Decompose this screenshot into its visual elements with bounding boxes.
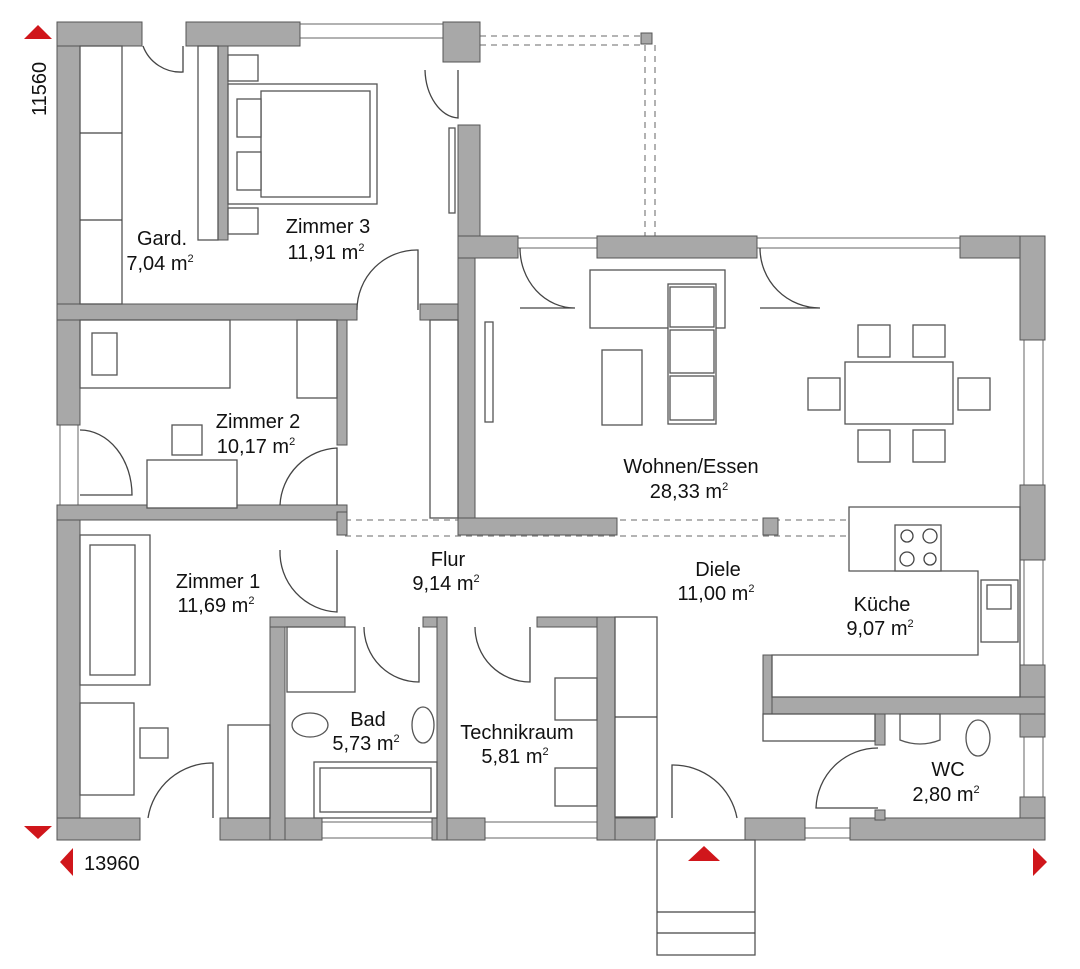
unit-sup: 2: [394, 733, 400, 745]
room-label-zimmer-2: Zimmer 2 10,17 m2: [216, 411, 300, 458]
unit: m: [342, 242, 359, 264]
room-area: 11,91: [288, 242, 337, 264]
room-name: Wohnen/Essen: [623, 456, 758, 478]
unit: m: [377, 733, 394, 755]
svg-text:9,07 m2: 9,07 m2: [846, 618, 913, 640]
room-label-bad: Bad 5,73 m2: [332, 709, 399, 755]
unit-sup: 2: [188, 253, 194, 265]
marker-left-arrow-icon: [60, 848, 73, 876]
unit: m: [705, 481, 722, 503]
room-name: Zimmer 3: [286, 216, 370, 238]
room-label-technikraum: Technikraum 5,81 m2: [460, 722, 573, 768]
unit: m: [732, 583, 749, 605]
unit: m: [957, 784, 974, 806]
unit: m: [891, 618, 908, 640]
room-name: Zimmer 1: [176, 571, 260, 593]
marker-right-arrow-icon: [1033, 848, 1047, 876]
unit: m: [457, 573, 474, 595]
room-label-zimmer-1: Zimmer 1 11,69 m2: [176, 571, 260, 617]
unit: m: [526, 746, 543, 768]
room-area: 9,07: [846, 618, 885, 640]
room-name: Zimmer 2: [216, 411, 300, 433]
room-label-flur: Flur 9,14 m2: [412, 549, 479, 595]
svg-text:11,91 m2: 11,91 m2: [288, 242, 365, 264]
unit: m: [171, 253, 188, 275]
svg-text:10,17 m2: 10,17 m2: [217, 436, 295, 458]
unit-sup: 2: [543, 746, 549, 758]
room-label-gard: Gard. 7,04 m2: [126, 228, 193, 275]
unit-sup: 2: [748, 583, 754, 595]
unit: m: [232, 595, 249, 617]
unit-sup: 2: [908, 618, 914, 630]
room-label-diele: Diele 11,00 m2: [678, 559, 755, 605]
unit-sup: 2: [974, 784, 980, 796]
room-name: Flur: [431, 549, 466, 571]
unit-sup: 2: [289, 436, 295, 448]
svg-text:2,80 m2: 2,80 m2: [912, 784, 979, 806]
svg-text:9,14 m2: 9,14 m2: [412, 573, 479, 595]
room-name: WC: [931, 759, 964, 781]
unit-sup: 2: [248, 595, 254, 607]
room-area: 28,33: [650, 481, 700, 503]
room-area: 11,69: [178, 595, 227, 617]
svg-text:11,00 m2: 11,00 m2: [678, 583, 755, 605]
unit-sup: 2: [474, 573, 480, 585]
room-label-zimmer-3: Zimmer 3 11,91 m2: [286, 216, 370, 264]
room-area: 5,81: [481, 746, 520, 768]
doors: [79, 45, 879, 819]
svg-text:5,73 m2: 5,73 m2: [332, 733, 399, 755]
marker-top-left-icon: [24, 25, 52, 39]
room-name: Diele: [695, 559, 741, 581]
furniture: [79, 45, 1021, 956]
marker-entrance-icon: [688, 846, 720, 861]
room-area: 11,00: [678, 583, 727, 605]
room-label-kueche: Küche 9,07 m2: [846, 594, 913, 640]
svg-text:7,04 m2: 7,04 m2: [126, 253, 193, 275]
room-name: Technikraum: [460, 722, 573, 744]
unit: m: [272, 436, 289, 458]
marker-bottom-left-icon: [24, 826, 52, 839]
dimension-width: 13960: [84, 853, 140, 875]
walls: [56, 21, 1046, 841]
room-area: 5,73: [332, 733, 371, 755]
room-area: 9,14: [412, 573, 451, 595]
unit-sup: 2: [358, 242, 364, 254]
svg-text:11,69 m2: 11,69 m2: [178, 595, 255, 617]
room-label-wc: WC 2,80 m2: [912, 759, 979, 806]
room-name: Küche: [854, 594, 911, 616]
svg-text:28,33 m2: 28,33 m2: [650, 481, 728, 503]
dimension-depth: 11560: [29, 62, 51, 116]
room-area: 2,80: [912, 784, 951, 806]
room-label-wohnen-essen: Wohnen/Essen 28,33 m2: [623, 456, 758, 503]
room-name: Bad: [350, 709, 386, 731]
svg-text:5,81 m2: 5,81 m2: [481, 746, 548, 768]
unit-sup: 2: [722, 481, 728, 493]
room-area: 10,17: [217, 436, 267, 458]
room-area: 7,04: [126, 253, 165, 275]
room-name: Gard.: [137, 228, 187, 250]
